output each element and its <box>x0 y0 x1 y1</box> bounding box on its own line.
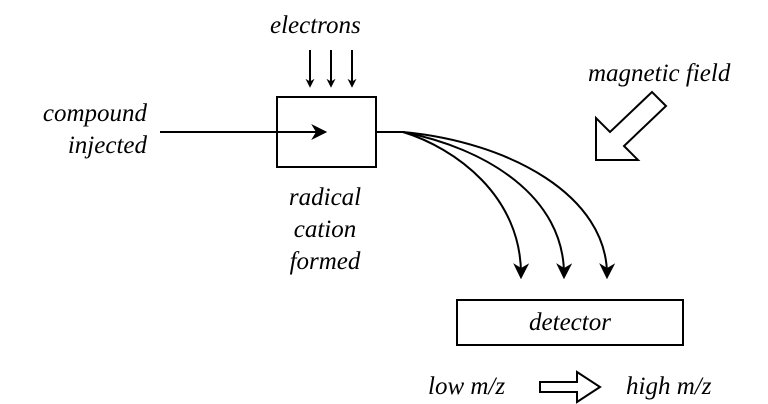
ion-paths <box>402 131 616 280</box>
low-mz-label: low m/z <box>428 373 506 400</box>
radical-label-line1: radical <box>288 184 362 211</box>
radical-label-line3: formed <box>289 248 361 275</box>
magnetic-field-arrow <box>595 90 668 161</box>
compound-label-line2: injected <box>67 132 147 159</box>
low-to-high-arrow <box>539 370 602 404</box>
ion-path-low <box>402 131 530 280</box>
high-mz-label: high m/z <box>626 373 712 400</box>
magnetic-field-label: magnetic field <box>588 60 731 87</box>
ion-path-high <box>402 131 616 280</box>
electron-arrows <box>305 50 357 88</box>
detector-box <box>456 299 684 346</box>
compound-label-line1: compound <box>42 100 147 127</box>
electrons-label: electrons <box>270 12 361 39</box>
detector-label: detector <box>529 309 611 336</box>
radical-label-line2: cation <box>293 216 357 243</box>
ion-path-mid <box>402 131 573 280</box>
